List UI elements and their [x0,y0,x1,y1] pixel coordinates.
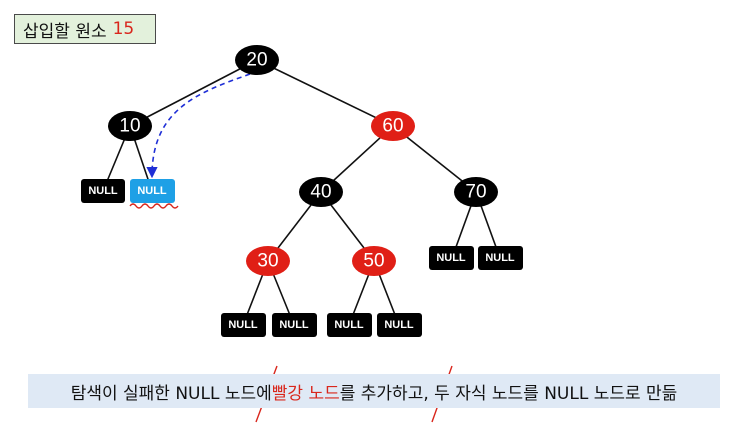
svg-text:40: 40 [310,182,331,203]
null-leaf: NULL [221,313,266,337]
node-60: 60 [371,111,415,141]
edge-20-60 [256,59,394,127]
svg-text:60: 60 [382,116,403,137]
title-number: 15 [112,19,135,39]
null-leaves: NULL NULL NULL NULL NULL NULL NULL NULL [81,179,523,337]
svg-text:30: 30 [257,251,278,272]
caption-highlight: 빨강 노드 [271,383,340,404]
null-leaf: NULL [327,313,372,337]
caption-part-1: 탐색이 실패한 NULL 노드에 [70,383,272,404]
edge-20-10 [129,59,258,127]
title-box: 삽입할 원소 15 [14,14,156,44]
svg-text:NULL: NULL [436,252,466,264]
svg-text:NULL: NULL [137,185,167,197]
search-path-arrow [146,73,251,179]
null-leaf: NULL [478,246,523,270]
svg-text:NULL: NULL [228,319,258,331]
node-20: 20 [235,45,279,75]
svg-text:NULL: NULL [485,252,515,264]
svg-text:NULL: NULL [384,319,414,331]
node-30: 30 [246,246,290,276]
node-40: 40 [299,177,343,207]
node-10: 10 [108,111,152,141]
null-leaf: NULL [377,313,422,337]
svg-text:NULL: NULL [88,185,118,197]
title-label: 삽입할 원소 [23,21,107,42]
svg-text:70: 70 [465,182,486,203]
null-leaf: NULL [81,179,125,203]
svg-text:50: 50 [363,251,384,272]
null-leaf: NULL [429,246,474,270]
svg-text:NULL: NULL [279,319,309,331]
svg-text:20: 20 [246,50,267,71]
tree-nodes: 20 10 60 40 70 30 50 [108,45,498,276]
svg-text:10: 10 [119,116,140,137]
new-null-squiggle [129,203,179,209]
null-leaf: NULL [272,313,317,337]
null-leaf-new: NULL [130,179,175,203]
svg-text:NULL: NULL [334,319,364,331]
caption-background [28,374,720,408]
node-50: 50 [352,246,396,276]
node-70: 70 [454,177,498,207]
caption-part-2: 를 추가하고, 두 자식 노드를 NULL 노드로 만듦 [339,383,678,404]
